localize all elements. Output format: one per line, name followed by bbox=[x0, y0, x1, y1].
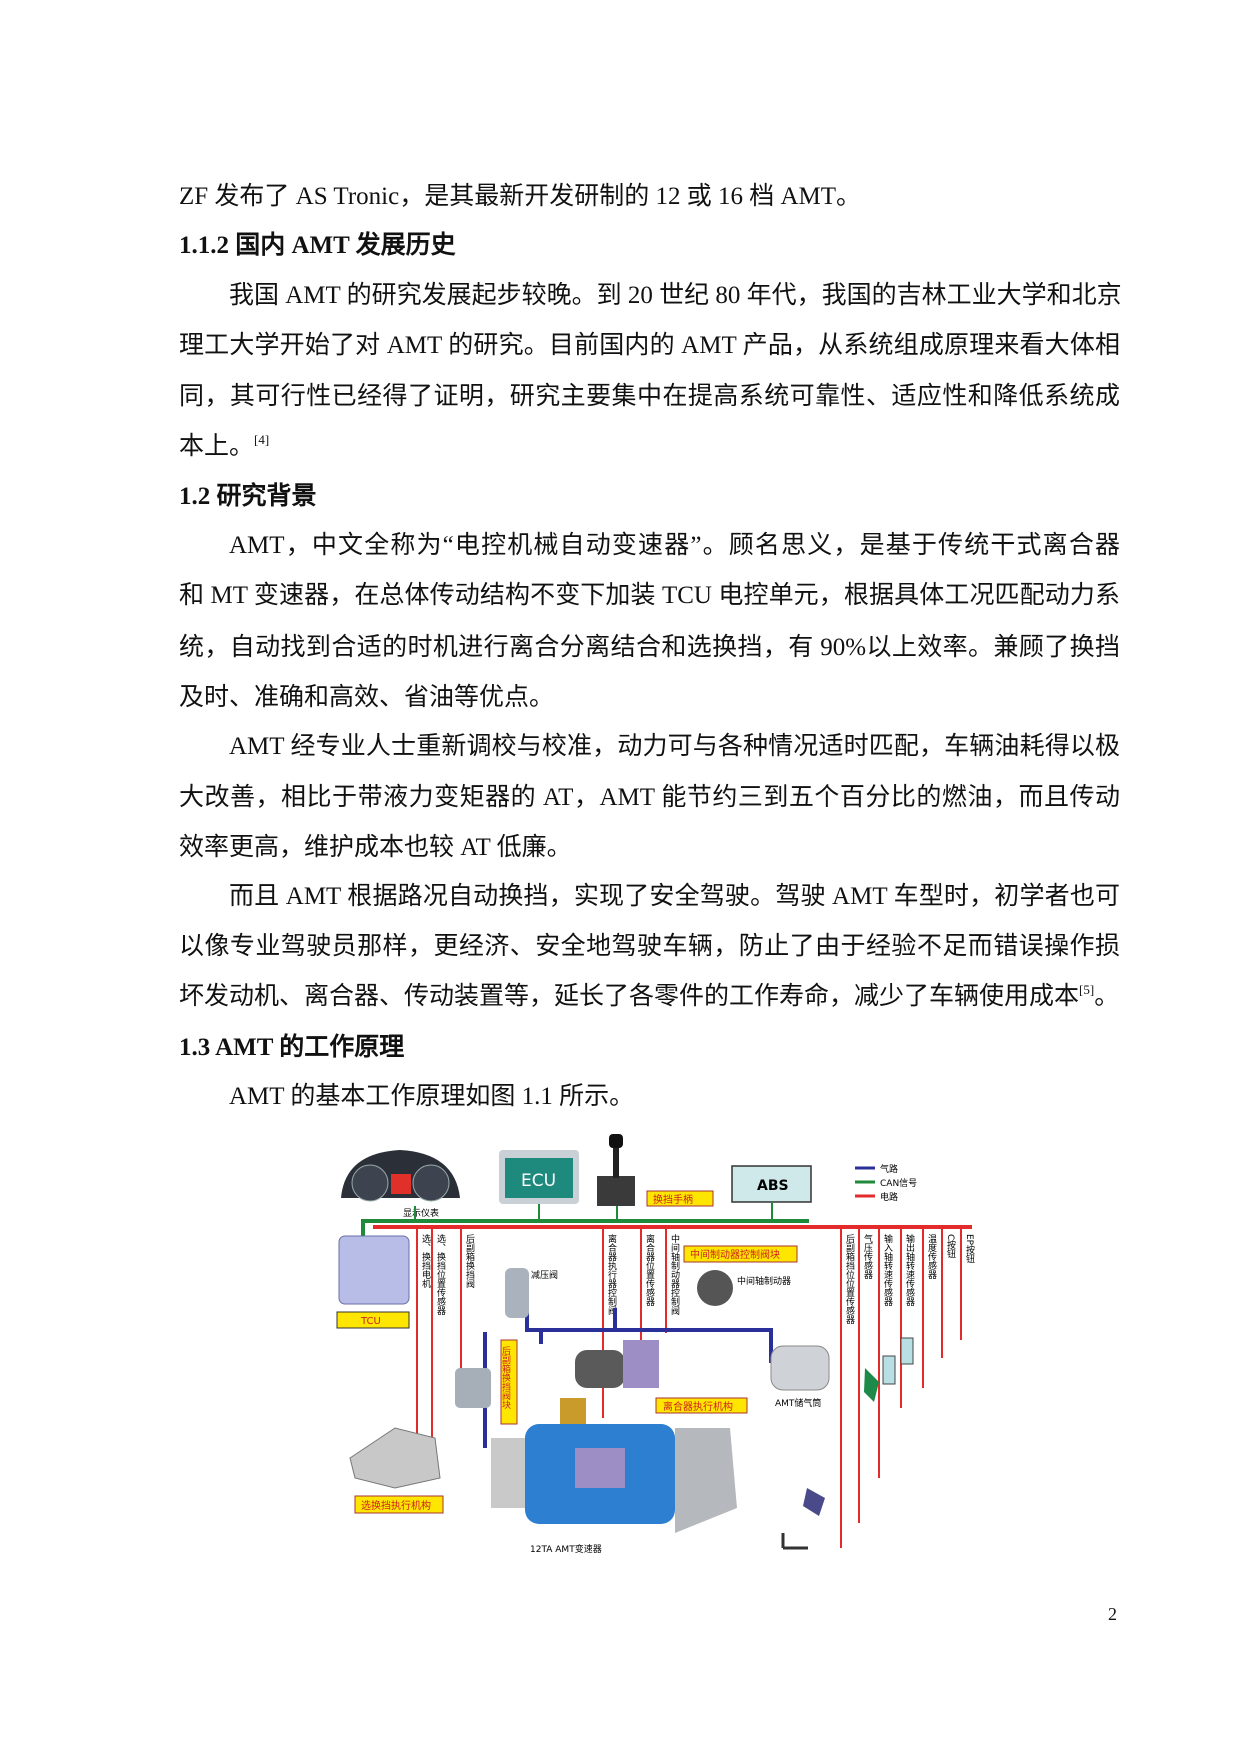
transmission-label: 12TA AMT变速器 bbox=[530, 1543, 602, 1555]
line-text: 和 MT 变速器，在总体传动结构不变下加装 TCU 电控单元，根据具体工况匹配动… bbox=[179, 582, 1120, 609]
line-text: 坏发动机、离合器、传动装置等，延长了各零件的工作寿命，减少了车辆使用成本 bbox=[179, 983, 1080, 1010]
legend: 气路 CAN信号 电路 bbox=[855, 1163, 917, 1203]
can-bus bbox=[361, 1202, 809, 1240]
line-text: 1.2 研究背景 bbox=[179, 483, 317, 510]
section-heading: 1.2 研究背景 bbox=[179, 480, 1120, 514]
legend-air: 气路 bbox=[880, 1163, 898, 1175]
tcu-label: TCU bbox=[360, 1316, 381, 1327]
line-text: 效率更高，维护成本也较 AT 低廉。 bbox=[179, 834, 572, 861]
rear-valve-image bbox=[455, 1368, 491, 1408]
legend-can: CAN信号 bbox=[880, 1177, 917, 1189]
text-line: AMT，中文全称为“电控机械自动变速器”。顾名思义，是基于传统干式离合器 bbox=[179, 529, 1120, 563]
text-line: AMT 经专业人士重新调校与校准，动力可与各种情况适时匹配，车辆油耗得以极 bbox=[179, 730, 1120, 764]
component-label: C按钮 bbox=[945, 1234, 956, 1258]
abs-box bbox=[731, 1165, 812, 1203]
mid-shaft-brake-label: 中间轴制动器 bbox=[737, 1275, 791, 1287]
sensor-images bbox=[781, 1337, 914, 1550]
clutch-actuator-label: 离合器执行机构 bbox=[663, 1400, 733, 1413]
component-label: 输出轴转速传感器 bbox=[904, 1233, 915, 1306]
shift-actuator-image bbox=[349, 1427, 441, 1489]
text-line: 以像专业驾驶员那样，更经济、安全地驾驶车辆，防止了由于经验不足而错误操作损 bbox=[179, 930, 1120, 964]
text-line: 统，自动找到合适的时机进行离合分离结合和选换挡，有 90%以上效率。兼顾了换挡 bbox=[179, 631, 1120, 665]
citation-ref: [5] bbox=[1079, 982, 1095, 997]
component-label: 中间轴制动器控制阀 bbox=[669, 1233, 680, 1316]
line-tail: 。 bbox=[1094, 983, 1120, 1010]
text-line: 及时、准确和高效、省油等优点。 bbox=[179, 681, 1120, 715]
ecu-label: ECU bbox=[521, 1171, 556, 1191]
line-text: 统，自动找到合适的时机进行离合分离结合和选换挡，有 90%以上效率。兼顾了换挡 bbox=[179, 634, 1120, 661]
text-line: ZF 发布了 AS Tronic，是其最新开发研制的 12 或 16 档 AMT… bbox=[179, 180, 1120, 214]
dashboard-label: 显示仪表 bbox=[403, 1207, 439, 1219]
amt-working-principle-figure: 显示仪表 ECU 换挡手柄 ABS 气路 CAN信号 电路 选、换挡电机选、换挡… bbox=[336, 1134, 975, 1555]
shifter-image bbox=[597, 1134, 635, 1206]
component-label: 选、换挡电机 bbox=[420, 1233, 431, 1289]
line-text: 同，其可行性已经得了证明，研究主要集中在提高系统可靠性、适应性和降低系统成 bbox=[179, 383, 1120, 410]
legend-circuit: 电路 bbox=[880, 1191, 898, 1203]
line-text: AMT 的基本工作原理如图 1.1 所示。 bbox=[229, 1083, 635, 1110]
transmission-image bbox=[491, 1398, 737, 1533]
shift-actuator-label: 选换挡执行机构 bbox=[361, 1499, 431, 1512]
dashboard-image bbox=[341, 1150, 460, 1202]
tcu-image bbox=[338, 1235, 410, 1305]
line-text: 1.3 AMT 的工作原理 bbox=[179, 1034, 405, 1061]
text-line: 大改善，相比于带液力变矩器的 AT，AMT 能节约三到五个百分比的燃油，而且传动 bbox=[179, 781, 1120, 815]
section-heading: 1.3 AMT 的工作原理 bbox=[179, 1031, 1120, 1065]
abs-label: ABS bbox=[757, 1178, 789, 1194]
text-line: 而且 AMT 根据路况自动换挡，实现了安全驾驶。驾驶 AMT 车型时，初学者也可 bbox=[179, 880, 1120, 914]
component-label: 离合器位置传感器 bbox=[644, 1233, 655, 1306]
citation-ref: [4] bbox=[254, 432, 270, 447]
mid-brake-image bbox=[697, 1270, 733, 1306]
clutch-actuator-image bbox=[575, 1340, 659, 1388]
component-label: 温度传感器 bbox=[926, 1234, 937, 1279]
text-line: 和 MT 变速器，在总体传动结构不变下加装 TCU 电控单元，根据具体工况匹配动… bbox=[179, 579, 1120, 613]
line-text: 大改善，相比于带液力变矩器的 AT，AMT 能节约三到五个百分比的燃油，而且传动 bbox=[179, 784, 1120, 811]
component-label: 离合器执行器控制阀 bbox=[606, 1233, 617, 1316]
text-line: AMT 的基本工作原理如图 1.1 所示。 bbox=[179, 1080, 1120, 1114]
line-text: 以像专业驾驶员那样，更经济、安全地驾驶车辆，防止了由于经验不足而错误操作损 bbox=[179, 933, 1120, 960]
reducer-valve-label: 减压阀 bbox=[531, 1269, 558, 1281]
component-label: 后副箱换挡阀 bbox=[464, 1234, 475, 1289]
component-label: 选、换挡位置传感器 bbox=[435, 1233, 446, 1315]
line-text: AMT，中文全称为“电控机械自动变速器”。顾名思义，是基于传统干式离合器 bbox=[229, 532, 1120, 559]
reducer-valve-image bbox=[505, 1268, 529, 1318]
text-line: 同，其可行性已经得了证明，研究主要集中在提高系统可靠性、适应性和降低系统成 bbox=[179, 380, 1120, 414]
text-line: 我国 AMT 的研究发展起步较晚。到 20 世纪 80 年代，我国的吉林工业大学… bbox=[179, 279, 1122, 313]
text-line: 效率更高，维护成本也较 AT 低廉。 bbox=[179, 831, 1120, 865]
line-text: 理工大学开始了对 AMT 的研究。目前国内的 AMT 产品，从系统组成原理来看大… bbox=[179, 332, 1120, 359]
line-text: 本上。 bbox=[179, 433, 255, 460]
text-line: 坏发动机、离合器、传动装置等，延长了各零件的工作寿命，减少了车辆使用成本[5]。 bbox=[179, 980, 1120, 1014]
component-label: EP按钮 bbox=[964, 1234, 975, 1263]
line-text: 及时、准确和高效、省油等优点。 bbox=[179, 684, 555, 711]
ecu-box bbox=[499, 1150, 579, 1204]
mid-brake-valve-label: 中间制动器控制阀块 bbox=[690, 1248, 780, 1261]
page-number: 2 bbox=[1108, 1604, 1117, 1624]
component-label: 后副箱挡位位置传感器 bbox=[844, 1234, 855, 1324]
line-text: 我国 AMT 的研究发展起步较晚。到 20 世纪 80 年代，我国的吉林工业大学… bbox=[229, 282, 1122, 309]
line-text: ZF 发布了 AS Tronic，是其最新开发研制的 12 或 16 档 AMT… bbox=[179, 183, 861, 210]
section-heading: 1.1.2 国内 AMT 发展历史 bbox=[179, 229, 1120, 263]
component-label: 气压传感器 bbox=[862, 1233, 873, 1279]
air-tank-label: AMT储气筒 bbox=[775, 1397, 821, 1409]
line-text: 而且 AMT 根据路况自动换挡，实现了安全驾驶。驾驶 AMT 车型时，初学者也可 bbox=[229, 883, 1120, 910]
rear-valve-block-label: 后副箱换挡阀块 bbox=[500, 1346, 511, 1410]
shifter-label: 换挡手柄 bbox=[653, 1193, 693, 1206]
text-line: 理工大学开始了对 AMT 的研究。目前国内的 AMT 产品，从系统组成原理来看大… bbox=[179, 329, 1120, 363]
line-text: AMT 经专业人士重新调校与校准，动力可与各种情况适时匹配，车辆油耗得以极 bbox=[229, 733, 1120, 760]
line-text: 1.1.2 国内 AMT 发展历史 bbox=[179, 232, 456, 259]
air-tank-image bbox=[770, 1345, 830, 1391]
text-line: 本上。[4] bbox=[179, 430, 1120, 464]
component-label: 输入轴转速传感器 bbox=[882, 1233, 893, 1306]
